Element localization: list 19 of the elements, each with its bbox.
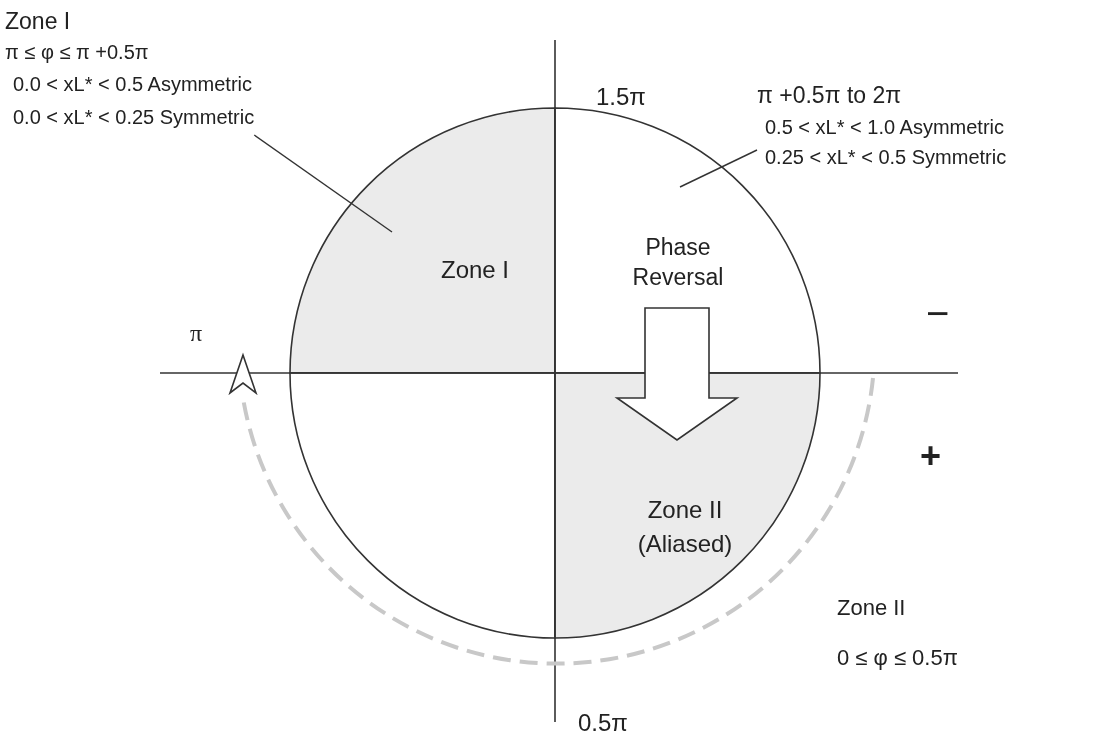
leader-line	[253, 134, 393, 233]
sign-label: −	[926, 290, 950, 336]
axis-label: 1.5π	[596, 82, 646, 112]
phase-range: π +0.5π to 2π	[757, 81, 903, 110]
zone-label: Zone II (Aliased)	[636, 495, 734, 559]
leader-line	[679, 149, 758, 188]
phase-range: 0 ≤ φ ≤ 0.5π	[837, 644, 958, 672]
zone-title: Zone II	[837, 594, 906, 622]
block-arrow	[614, 307, 740, 441]
condition-text: 0.5 < xL* < 1.0 Asymmetric	[764, 115, 1005, 140]
phase-range: π ≤ φ ≤ π +0.5π	[5, 40, 150, 65]
axis-label: π	[190, 319, 203, 348]
zone-title: Zone I	[5, 7, 72, 36]
zone-label: Zone I	[439, 255, 510, 285]
sign-label: +	[920, 435, 942, 477]
condition-text: 0.0 < xL* < 0.5 Asymmetric	[12, 72, 253, 97]
axis-label: 0.5π	[578, 708, 628, 738]
condition-text: 0.25 < xL* < 0.5 Symmetric	[764, 145, 1007, 170]
condition-text: 0.0 < xL* < 0.25 Symmetric	[12, 105, 255, 130]
